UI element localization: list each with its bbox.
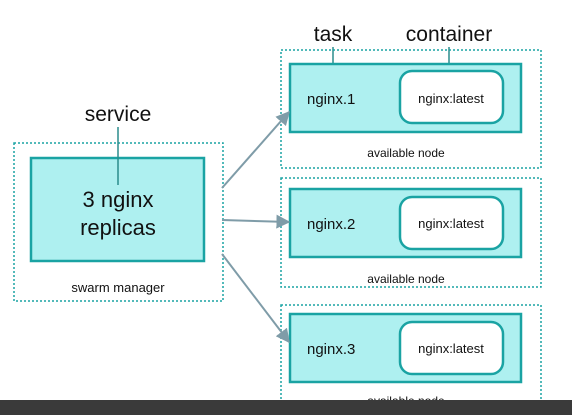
task-label: task [314,23,353,46]
node-frame [280,177,542,288]
container-box [398,195,505,251]
swarm-manager-caption: swarm manager [71,280,165,295]
service-box-line1: 3 nginx [83,187,154,212]
container-box [398,69,505,125]
task-name: nginx.3 [307,341,355,358]
arrow-to-node-1 [221,110,290,189]
node-caption: available node [367,272,445,286]
available-node-1: nginx.1 nginx:latest available node [280,49,542,169]
video-caption-bar [0,400,572,415]
container-image: nginx:latest [418,91,484,106]
container-image: nginx:latest [418,216,484,231]
container-box [398,320,505,376]
task-name: nginx.2 [307,216,355,233]
arrow-to-node-2 [221,214,291,229]
node-frame [280,49,542,169]
video-subtitle [0,398,572,415]
service-box-line2: replicas [80,215,156,240]
node-frame [280,304,542,411]
available-node-3: nginx.3 nginx:latest available node [280,304,542,411]
node-caption: available node [367,146,445,160]
task-name: nginx.1 [307,91,355,108]
arrow-to-node-3 [221,253,290,344]
container-image: nginx:latest [418,341,484,356]
service-label: service [85,103,152,126]
container-label: container [406,23,492,46]
available-node-2: nginx.2 nginx:latest available node [280,177,542,288]
